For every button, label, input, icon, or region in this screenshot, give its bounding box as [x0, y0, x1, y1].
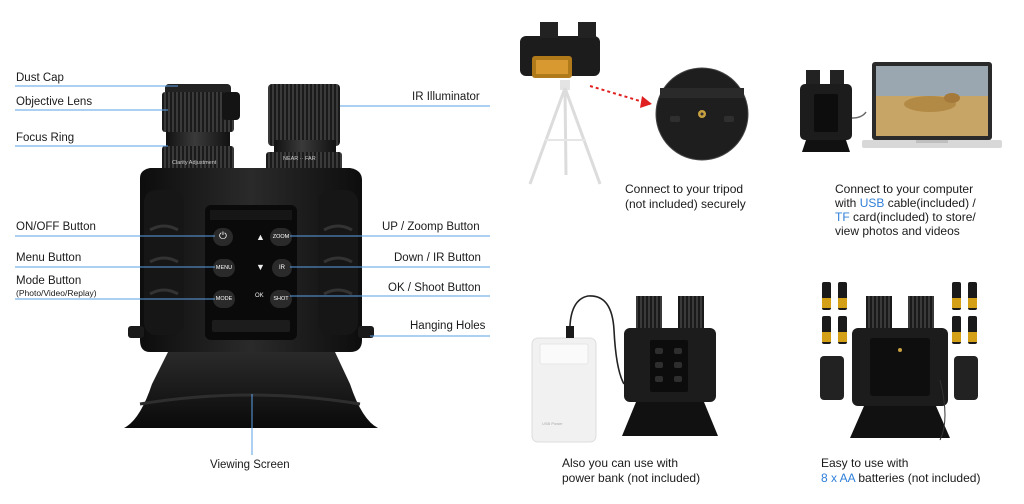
clarity-ring-label: Clarity Adjustment: [172, 160, 217, 166]
caption-computer-line-2: with USB cable(included) /: [835, 196, 976, 210]
eyepiece: [124, 352, 378, 428]
menu-button[interactable]: MENU: [213, 259, 235, 277]
callout-down-ir-button: Down / IR Button: [394, 252, 481, 264]
svg-text:USB Power: USB Power: [542, 421, 563, 426]
shot-button[interactable]: SHOT: [270, 290, 292, 308]
callout-mode-button: Mode Button: [16, 275, 82, 287]
red-dashed-arrow-icon: [589, 85, 651, 105]
aa-batteries-right: [952, 282, 977, 344]
callout-dust-cap: Dust Cap: [16, 72, 64, 84]
caption-computer-line-4: view photos and videos: [835, 224, 960, 238]
callout-focus-ring: Focus Ring: [16, 132, 75, 144]
usb-highlight: USB: [859, 196, 885, 210]
caption-computer-line-3: TF card(included) to store/: [835, 210, 976, 224]
caption-tripod-line-2: (not included) securely: [625, 197, 746, 211]
mode-button[interactable]: MODE: [213, 290, 235, 308]
callout-menu-button: Menu Button: [16, 252, 82, 264]
aa-count-highlight: 8 x AA: [821, 471, 856, 485]
callout-up-zoom-button: UP / Zoomp Button: [382, 221, 480, 233]
callout-hanging-holes: Hanging Holes: [410, 320, 486, 332]
callout-ok-shoot-button: OK / Shoot Button: [388, 282, 481, 294]
caption-powerbank-line-2: power bank (not included): [562, 471, 701, 485]
zoom-button[interactable]: ZOOM: [270, 228, 292, 246]
callout-ir-illuminator: IR Illuminator: [412, 91, 480, 103]
callout-on-off-button: ON/OFF Button: [16, 221, 96, 233]
aa-batteries-left: [822, 282, 847, 344]
callout-mode-sub: (Photo/Video/Replay): [16, 288, 97, 298]
power-icon: ⏻: [219, 231, 227, 242]
caption-batteries-line-1: Easy to use with: [821, 456, 909, 470]
caption-batteries-line-2: 8 x AA batteries (not included): [821, 471, 981, 485]
caption-powerbank-line-1: Also you can use with: [562, 456, 679, 470]
ok-label[interactable]: OK: [255, 293, 264, 299]
callout-viewing-screen: Viewing Screen: [210, 459, 290, 471]
ir-button[interactable]: IR: [272, 259, 292, 277]
down-arrow-icon[interactable]: ▼: [256, 262, 265, 272]
up-arrow-icon[interactable]: ▲: [256, 232, 265, 242]
tf-highlight: TF: [835, 210, 850, 224]
callout-objective-lens: Objective Lens: [16, 96, 93, 108]
power-button[interactable]: ⏻: [213, 228, 233, 246]
near-far-ring-label: NEAR ·· FAR: [283, 156, 316, 162]
caption-tripod-line-1: Connect to your tripod: [625, 182, 744, 196]
caption-computer-line-1: Connect to your computer: [835, 182, 974, 196]
